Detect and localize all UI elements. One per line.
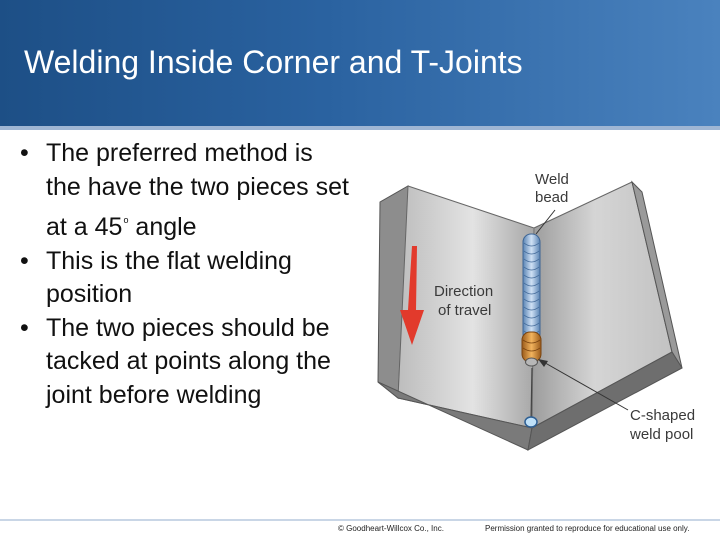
bullet-item: • The preferred method is the have the t…	[18, 137, 353, 245]
bullet-glyph: •	[20, 313, 29, 342]
bullet-text: This is the flat welding position	[46, 246, 292, 309]
degree-superscript: o	[123, 215, 129, 225]
weld-pool-label: C-shaped weld pool	[629, 407, 699, 443]
direction-label: Direction of travel	[434, 283, 497, 319]
weld-joint-illustration: Weld bead Direction of travel C-shaped w…	[377, 171, 699, 451]
joint-line-lower	[530, 367, 533, 423]
pool-tip	[525, 357, 538, 367]
pool-ripples	[522, 339, 541, 352]
right-plate-bottom	[527, 351, 683, 451]
tack-weld	[524, 416, 538, 428]
bullet-item: • The two pieces should be tacked at poi…	[18, 312, 353, 413]
title-divider	[0, 126, 720, 130]
footer-divider	[0, 519, 720, 521]
leader-arrowhead-icon	[538, 359, 548, 367]
direction-arrow-icon	[400, 246, 424, 345]
bullet-list: • The preferred method is the have the t…	[18, 137, 353, 412]
bullet-glyph: •	[20, 139, 29, 167]
bullet-item: • This is the flat welding position	[18, 245, 353, 312]
bullet-text: The preferred method is the have the two…	[46, 139, 349, 241]
copyright-notice: © Goodheart-Willcox Co., Inc.	[338, 524, 444, 533]
weld-pool-leader	[539, 359, 629, 411]
slide-title: Welding Inside Corner and T-Joints	[24, 44, 523, 80]
bullet-glyph: •	[20, 246, 29, 275]
weld-bead-leader	[535, 209, 556, 235]
title-bar	[0, 0, 720, 126]
weld-bead-label: Weld bead	[535, 171, 573, 206]
permission-notice: Permission granted to reproduce for educ…	[485, 524, 690, 533]
bullet-text: The two pieces should be tacked at point…	[46, 313, 331, 409]
bullet-text-end: angle	[128, 213, 197, 241]
